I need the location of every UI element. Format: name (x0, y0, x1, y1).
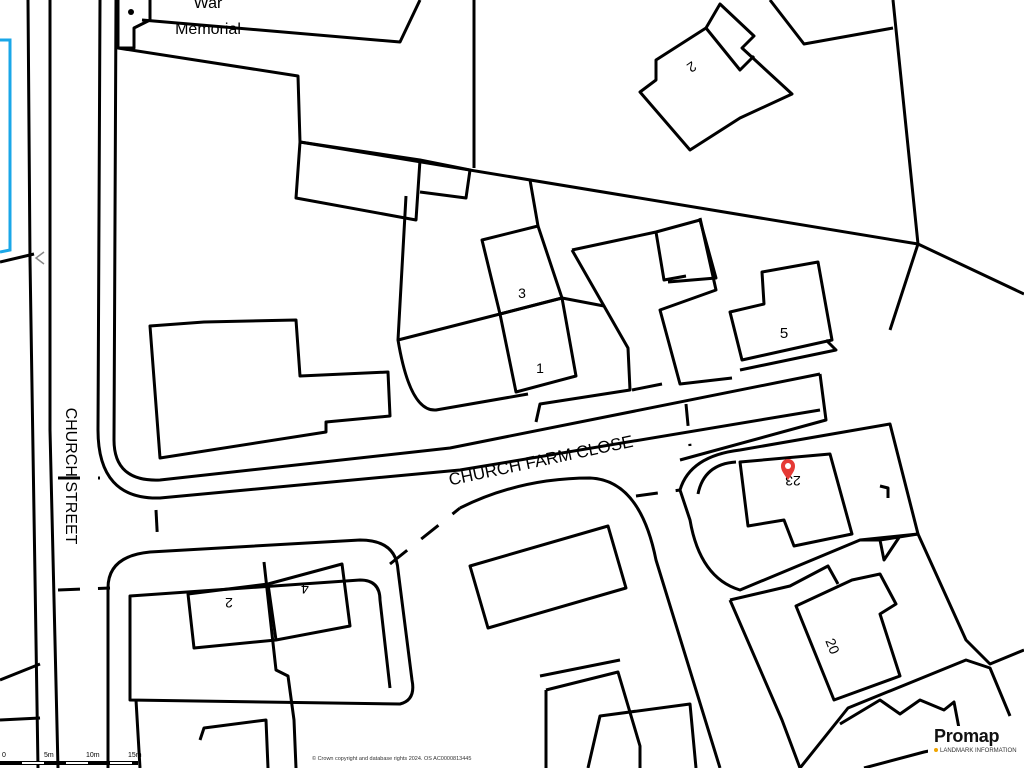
brand-logo: Promap LANDMARK INFORMATION (928, 726, 1024, 758)
church-street-edge-east (96, 0, 821, 500)
building-large-west (148, 318, 392, 460)
building-house-20 (794, 572, 902, 702)
memorial-plot (116, 0, 152, 50)
brand-name: Promap (934, 726, 1000, 746)
war-memorial-label-line1: War (194, 0, 223, 12)
water-boundary (0, 38, 12, 254)
church-street-edge-east-inner (112, 0, 821, 482)
memorial-point (128, 9, 134, 15)
building-middle (570, 218, 718, 307)
plot-line-sw (134, 561, 298, 768)
cul-de-sac-inner (696, 460, 737, 495)
house-number-20: 20 (822, 636, 843, 657)
left-parcel-line-2 (0, 662, 41, 682)
left-parcel-line (0, 252, 35, 264)
brand-tagline: LANDMARK INFORMATION (934, 748, 1017, 754)
scale-bar-segment (110, 762, 132, 764)
cul-de-sac-south (678, 422, 920, 592)
outbuilding-a (294, 140, 422, 222)
outbuilding-b (419, 158, 472, 200)
house-number-1: 1 (536, 360, 544, 376)
house-number-2-top: 2 (684, 58, 700, 76)
small-feature (879, 484, 890, 498)
house-number-2-bottom: 2 (225, 595, 233, 611)
plot-house-5 (739, 338, 838, 372)
cul-de-sac-loop (459, 476, 722, 768)
scale-label-10m: 10m (86, 752, 100, 759)
church-street-edge-west-inner (48, 0, 60, 768)
road-edge-dashed-5 (57, 586, 111, 592)
building-house-2-extension (704, 27, 756, 72)
road-edge-dashed-1 (389, 506, 461, 566)
house-number-5: 5 (780, 325, 788, 342)
road-edge-dashed-3 (684, 403, 692, 447)
scale-bar-segment (22, 762, 44, 764)
scale-bar-segment (66, 762, 88, 764)
parcel-south-line (539, 658, 621, 678)
scale-label-15m: 15m (128, 752, 142, 759)
location-pin-icon[interactable] (781, 459, 795, 480)
plot-south-west (106, 538, 415, 768)
building-south-central (468, 524, 628, 630)
building-house-1 (498, 296, 578, 394)
house-number-3: 3 (518, 285, 526, 301)
church-street-edge-west (26, 0, 40, 768)
war-memorial-label-line2: Memorial (175, 21, 241, 38)
church-street-label: CHURCH STREET (62, 408, 79, 545)
building-house-23 (738, 452, 854, 548)
scale-label-5m: 5m (44, 752, 54, 759)
plot-middle (631, 217, 733, 392)
building-south-mid (544, 670, 698, 768)
copyright-notice: © Crown copyright and database rights 20… (312, 756, 472, 762)
parcel-boundary-north (117, 46, 302, 143)
building-house-2-top (638, 2, 794, 152)
memorial-building (141, 0, 422, 44)
building-sw-bottom (198, 718, 270, 768)
plot-house-20 (728, 532, 1024, 768)
scale-bar: 0 5m 10m 15m (0, 748, 150, 768)
direction-arrow-icon (34, 251, 45, 265)
house-number-4: 4 (301, 581, 309, 597)
close-east-kerb (679, 373, 828, 462)
road-edge-dashed-4 (154, 509, 160, 549)
scale-label-0: 0 (2, 752, 6, 759)
building-house-2-south (186, 582, 278, 650)
east-boundary (888, 0, 920, 331)
building-house-5 (728, 260, 834, 362)
plot-1-3 (396, 179, 632, 423)
left-parcel-line-3 (0, 716, 41, 722)
north-east-building (768, 0, 894, 46)
road-edge-dashed-2 (635, 488, 681, 498)
building-house-4 (267, 562, 352, 642)
